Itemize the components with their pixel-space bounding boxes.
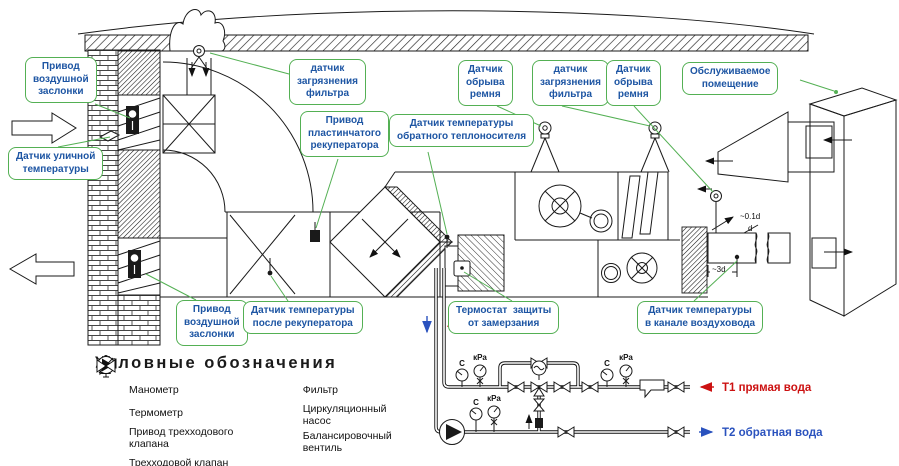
supply-filter [681,226,708,294]
supply-fan [597,239,680,297]
pipes [434,268,690,434]
three-way-valve [530,360,548,397]
dim-3d-label: ~3d [712,265,726,274]
duct-bend [162,61,314,213]
legend-title: Условные обозначения [95,354,338,372]
gauges: С кРа С кРа С кРа [455,353,633,432]
intake-air-arrow [11,112,77,144]
manometer-gauge-1: кРа [473,353,487,387]
balancing-assembly [525,398,546,429]
valve-actuator-wave-icon [533,365,545,371]
supply-duct-to-room: ~0.1d d ~3d [707,212,791,277]
exhaust-cone [705,111,835,183]
t1-label: Т1 прямая вода [722,382,812,394]
svg-text:кРа: кРа [619,353,633,362]
plate-recuperator [329,186,454,298]
intake-grille [117,94,161,151]
pipe-filter [639,379,665,399]
damper-actuator-top [126,106,139,134]
callout-belt-break-sensor-1: Датчик обрыва ремня [458,60,513,106]
v-filter [621,171,659,239]
callout-recuperator-actuator: Привод пластинчатого рекуператора [300,111,389,157]
serviced-room [805,87,898,317]
legend-item-circulation-pump: Циркуляционный насос [97,356,405,427]
t2-label: Т2 обратная вода [722,427,823,439]
callout-filter-clog-sensor-1: датчик загрязнения фильтра [289,59,366,105]
legend-item-three-way-valve: Трехходовой клапан [95,358,255,466]
legend: Условные обозначения кРа Манометр С [95,354,405,466]
svg-text:кРа: кРа [473,353,487,362]
duct-channel-sensor [734,254,740,266]
exhaust-air-arrow [8,253,75,285]
legend-item-three-way-actuator: Привод трехходового клапана [95,356,255,450]
callout-damper-actuator-top: Привод воздушной заслонки [25,57,97,103]
exhaust-fan [538,184,613,233]
svg-text:кРа: кРа [487,394,501,403]
legend-item-thermometer: С Термометр [95,355,255,423]
svg-text:С: С [459,359,465,368]
svg-text:С: С [473,398,479,407]
callout-return-heat-sensor: Датчик температуры обратного теплоносите… [389,114,535,147]
after-recuperator-sensor [267,258,273,276]
svg-text:С: С [604,359,610,368]
thermometer-gauge-1: С [455,359,469,387]
callout-duct-channel-sensor: Датчик температуры в канале воздуховода [637,301,764,334]
manometer-gauge-2: кРа [619,353,633,387]
dim-01d-label: ~0.1d [740,212,760,221]
filter-sensor-roof [189,45,209,71]
callout-belt-break-sensor-2: Датчик обрыва ремня [606,60,661,106]
brick-wall [87,49,161,346]
t2-line: Т2 обратная вода [699,427,823,439]
t1-line: Т1 прямая вода [699,382,812,394]
damper-actuator-bottom [128,250,141,278]
circulation-pump [439,419,465,445]
ground-line [77,10,815,52]
legend-item-filter: Фильтр [96,358,405,400]
legend-item-balancing-valve: Балансировочный вентиль [96,357,405,454]
manometer-gauge-3: кРа [487,394,501,432]
callout-frost-thermostat: Термостат защиты от замерзания [448,301,560,334]
return-heat-sensor [444,234,450,248]
thermometer-gauge-3: С [469,398,483,432]
dim-d-label: d [748,224,752,233]
callout-filter-clog-sensor-2: датчик загрязнения фильтра [532,60,609,106]
thermometer-gauge-2: С [600,359,614,387]
leader-lines [57,52,835,302]
callout-after-recuperator-sensor: Датчик температуры после рекуператора [243,301,363,334]
callout-outdoor-temp-sensor: Датчик уличной температуры [8,147,104,180]
recuperator-actuator [310,222,320,242]
callout-serviced-room: Обслуживаемое помещение [682,62,779,95]
callout-damper-actuator-bottom: Привод воздушной заслонки [176,300,248,346]
frost-thermostat [453,260,471,277]
shutoff-valves [507,357,685,438]
belt-break-sensor [530,121,560,173]
legend-item-manometer: кРа Манометр [95,355,255,400]
